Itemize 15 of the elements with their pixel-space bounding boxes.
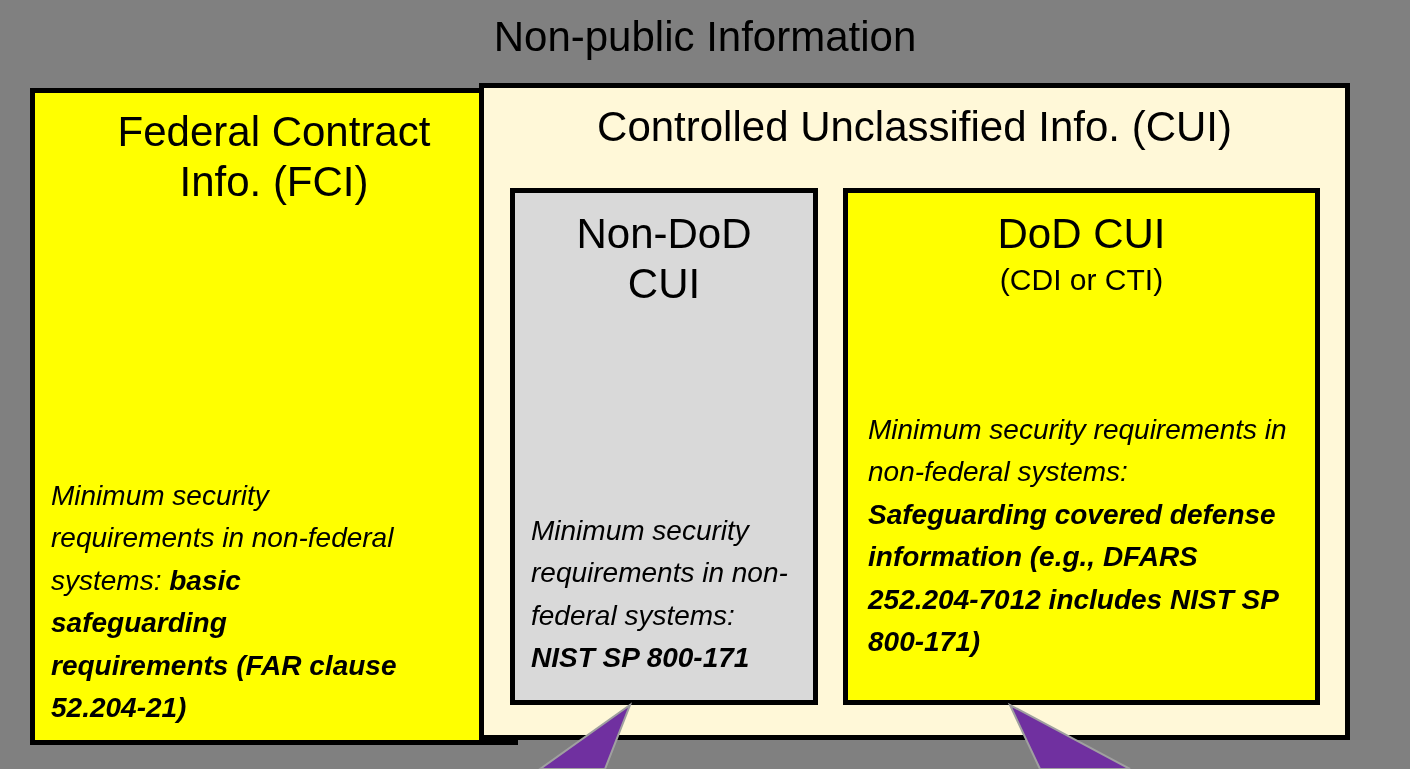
box-subheading: (CDI or CTI) (999, 263, 1164, 298)
requirement-text: Minimum security requirements in non-federal systems: NIST SP 800-171 (531, 513, 789, 676)
requirement-text: Minimum security requirements in non-federal systems: basic safeguarding requirements (FAR clause 52.204-21) (51, 478, 398, 726)
category-box (843, 188, 1320, 705)
box-heading: DoD CUI (996, 209, 1167, 259)
requirement-text: Minimum security requirements in non-federal systems: Safeguarding covered defense information (e.g., DFARS 252.204-7012 includes NIST SP 800-171) (868, 412, 1288, 660)
category-box (479, 83, 1350, 740)
category-box (510, 188, 818, 705)
box-heading: Non-public Information (492, 12, 918, 62)
category-box (30, 88, 518, 745)
box-heading: Controlled Unclassified Info. (CUI) (596, 102, 1233, 152)
box-heading: Non-DoD CUI (575, 209, 753, 310)
box-heading: Federal Contract Info. (FCI) (116, 107, 432, 208)
callout-pointer (1007, 702, 1131, 769)
callout-pointer (536, 702, 633, 769)
